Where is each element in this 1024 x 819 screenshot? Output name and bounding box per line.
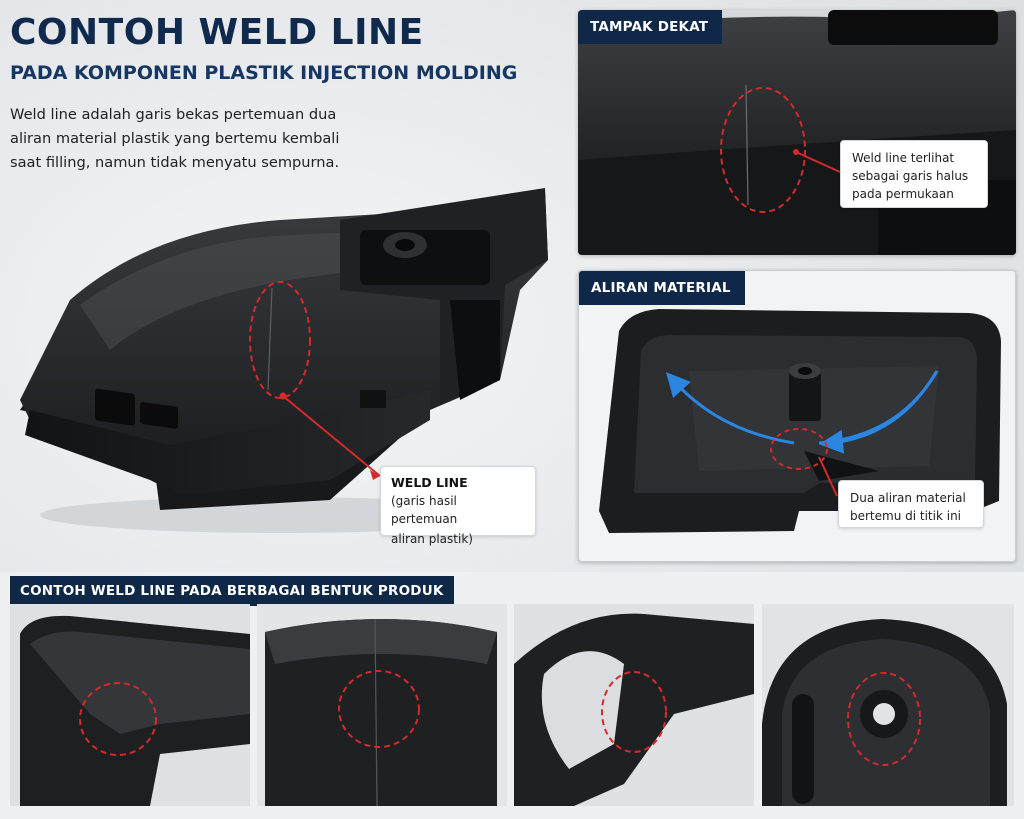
material-flow-callout-line1: Dua aliran material (850, 491, 966, 505)
close-up-callout: Weld line terlihat sebagai garis halus p… (840, 140, 988, 208)
bottom-section-tag: CONTOH WELD LINE PADA BERBAGAI BENTUK PR… (10, 576, 454, 606)
weld-line-callout-heading: WELD LINE (391, 475, 468, 490)
example-thumb-curved-plate (257, 604, 507, 806)
close-up-tag: TAMPAK DEKAT (578, 10, 723, 44)
material-flow-image (579, 271, 1015, 561)
material-flow-callout: Dua aliran material bertemu di titik ini (838, 480, 984, 528)
weld-line-callout: WELD LINE (garis hasil pertemuan aliran … (380, 466, 536, 546)
main-product-image (20, 188, 548, 533)
material-flow-tag: ALIRAN MATERIAL (579, 271, 745, 305)
example-thumb-round-plate (762, 604, 1014, 806)
close-up-image (578, 10, 1016, 255)
material-flow-callout-line2: bertemu di titik ini (850, 509, 962, 523)
weld-line-callout-line1: (garis hasil pertemuan (391, 494, 458, 526)
close-up-panel: TAMPAK DEKAT (578, 10, 1016, 255)
example-thumb-loop-handle (514, 604, 754, 806)
intro-text: Weld line adalah garis bekas pertemuan d… (10, 106, 340, 171)
close-up-callout-line1: Weld line terlihat (852, 151, 955, 165)
weld-line-callout-line2: aliran plastik) (391, 532, 473, 546)
page-subtitle: PADA KOMPONEN PLASTIK INJECTION MOLDING (10, 62, 518, 84)
page-title: CONTOH WELD LINE (10, 12, 424, 53)
close-up-callout-line3: pada permukaan (852, 187, 954, 201)
example-thumb-corner (10, 604, 250, 806)
close-up-callout-line2: sebagai garis halus (852, 169, 969, 183)
